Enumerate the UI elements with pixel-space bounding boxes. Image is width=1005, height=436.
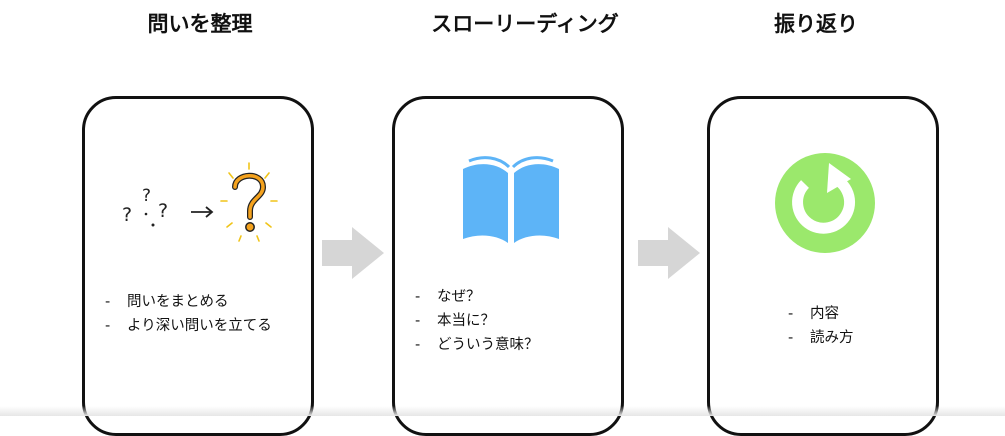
review-bullet-list: -内容 -読み方	[788, 302, 854, 350]
step-title-slow-reading: スローリーディング	[431, 12, 619, 36]
bottom-fade	[0, 406, 1005, 416]
slow-reading-bullet-list: -なぜ？ -本当に？ -どういう意味？	[415, 285, 539, 357]
step-card-review: -内容 -読み方	[707, 96, 939, 436]
svg-text:?: ?	[158, 200, 168, 222]
list-item: -読み方	[788, 330, 854, 346]
flow-arrow-2	[638, 227, 700, 279]
step-title-organize: 問いを整理	[147, 12, 253, 36]
svg-text:?: ?	[142, 186, 151, 206]
list-item: -どういう意味？	[415, 337, 539, 353]
svg-text:?: ?	[122, 204, 132, 226]
list-item: -なぜ？	[415, 289, 481, 305]
step-card-organize: ? ? ? -問いをまとめる -より深い問いを立てる	[82, 96, 314, 436]
refresh-icon	[775, 153, 875, 253]
list-item: -より深い問いを立てる	[105, 318, 272, 334]
step-card-slow-reading: -なぜ？ -本当に？ -どういう意味？	[392, 96, 624, 436]
question-marks-icon: ? ? ?	[122, 162, 278, 242]
list-item: -内容	[788, 306, 839, 322]
step-title-review: 振り返り	[774, 12, 858, 36]
list-item: -問いをまとめる	[105, 294, 229, 310]
list-item: -本当に？	[415, 313, 495, 329]
open-book-icon	[463, 156, 559, 243]
organize-bullet-list: -問いをまとめる -より深い問いを立てる	[105, 290, 272, 338]
flow-arrow-1	[322, 227, 384, 279]
